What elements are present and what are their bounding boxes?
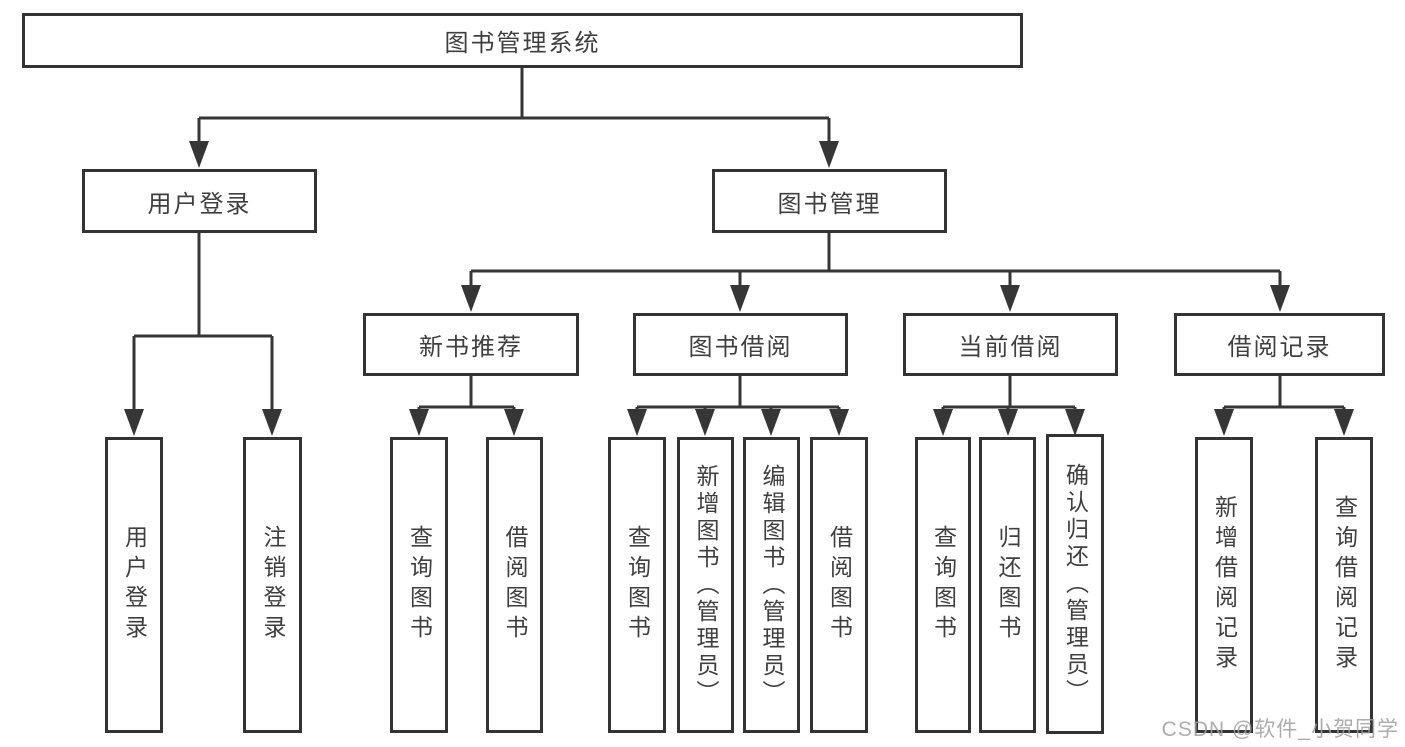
leaf-query-book-borrow-label: 查询图书	[624, 525, 651, 645]
node-new-book-recommend: 新书推荐	[363, 313, 579, 376]
node-book-management: 图书管理	[712, 169, 947, 233]
watermark: CSDN @软件_小贺同学	[1161, 718, 1399, 741]
leaf-user-login: 用户登录	[105, 437, 163, 733]
leaf-user-login-label: 用户登录	[121, 525, 148, 645]
leaf-query-book-recommend-label: 查询图书	[406, 525, 433, 645]
leaf-confirm-return-admin: 确认归还（管理员）	[1046, 434, 1104, 734]
leaf-query-book-recommend: 查询图书	[390, 437, 448, 733]
node-root-label: 图书管理系统	[444, 30, 601, 57]
leaf-query-book-current: 查询图书	[915, 437, 971, 733]
leaf-query-book-borrow: 查询图书	[608, 437, 666, 733]
leaf-query-borrow-record-label: 查询借阅记录	[1331, 495, 1358, 675]
node-book-borrow-label: 图书借阅	[688, 334, 793, 361]
node-user-login: 用户登录	[82, 169, 317, 233]
leaf-add-book-admin-label: 新增图书（管理员）	[693, 463, 719, 707]
leaf-logout-login-label: 注销登录	[260, 525, 286, 645]
node-user-login-label: 用户登录	[147, 190, 252, 218]
leaf-borrow-book-label: 借阅图书	[826, 525, 853, 645]
leaf-borrow-book-recommend: 借阅图书	[486, 437, 543, 733]
leaf-query-book-current-label: 查询图书	[930, 525, 957, 645]
leaf-confirm-return-admin-label: 确认归还（管理员）	[1062, 462, 1089, 706]
node-root: 图书管理系统	[22, 13, 1023, 68]
leaf-return-book-label: 归还图书	[995, 525, 1021, 645]
node-current-borrow: 当前借阅	[903, 313, 1118, 376]
leaf-add-borrow-record-label: 新增借阅记录	[1211, 495, 1238, 675]
leaf-borrow-book: 借阅图书	[810, 437, 868, 733]
leaf-query-borrow-record: 查询借阅记录	[1315, 437, 1373, 733]
leaf-edit-book-admin-label: 编辑图书（管理员）	[759, 463, 785, 707]
node-current-borrow-label: 当前借阅	[958, 334, 1063, 361]
leaf-add-borrow-record: 新增借阅记录	[1195, 437, 1253, 733]
leaf-edit-book-admin: 编辑图书（管理员）	[743, 437, 800, 733]
leaf-borrow-book-recommend-label: 借阅图书	[502, 525, 528, 645]
leaf-return-book: 归还图书	[979, 437, 1036, 733]
node-book-management-label: 图书管理	[777, 190, 882, 218]
leaf-add-book-admin: 新增图书（管理员）	[677, 437, 734, 733]
node-new-book-recommend-label: 新书推荐	[419, 334, 523, 361]
node-book-borrow: 图书借阅	[633, 313, 848, 376]
node-borrow-records-label: 借阅记录	[1227, 334, 1332, 361]
leaf-logout-login: 注销登录	[243, 437, 302, 733]
node-borrow-records: 借阅记录	[1174, 313, 1385, 376]
